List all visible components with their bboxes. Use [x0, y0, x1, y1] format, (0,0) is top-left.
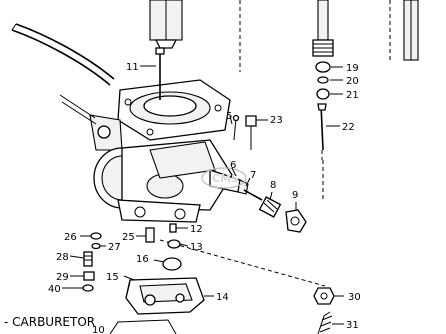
- callout-22: 22: [342, 122, 355, 133]
- adjuster-nut-spring: [313, 287, 335, 334]
- pilot-screw-set: [243, 189, 307, 233]
- callout-29: 29: [56, 272, 69, 283]
- callout-14: 14: [216, 292, 229, 303]
- callout-15: 15: [106, 272, 119, 283]
- leader-lines: [62, 65, 344, 325]
- callout-labels: 11 19 20 21 5 23 22 6 7 8 9 12 26 27 25 …: [48, 62, 361, 334]
- callout-19: 19: [346, 63, 359, 74]
- callout-26: 26: [64, 232, 77, 243]
- watermark-logo: CMS: [201, 167, 247, 189]
- callout-31: 31: [346, 320, 359, 331]
- long-tube-right: [403, 0, 419, 61]
- small-screws: [232, 114, 257, 150]
- callout-20: 20: [346, 76, 359, 87]
- watermark-text: CMS: [212, 172, 239, 185]
- callout-23: 23: [270, 115, 283, 126]
- callout-8: 8: [270, 180, 276, 191]
- callout-12: 12: [190, 224, 203, 235]
- callout-9: 9: [292, 190, 298, 201]
- diagram-caption: - CARBURETOR: [4, 315, 95, 329]
- callout-40: 40: [48, 284, 61, 295]
- callout-5: 5: [226, 111, 232, 122]
- top-screw: [155, 47, 165, 100]
- lower-small-parts: [90, 223, 181, 250]
- callout-30: 30: [348, 292, 361, 303]
- callout-6: 6: [230, 160, 236, 171]
- callout-13: 13: [190, 242, 203, 253]
- callout-16: 16: [136, 254, 149, 265]
- callout-25: 25: [122, 232, 135, 243]
- jet-needle: [317, 103, 327, 160]
- callout-21: 21: [346, 90, 359, 101]
- carburetor-body: [59, 79, 249, 223]
- callout-27: 27: [108, 242, 121, 253]
- gasket-outline: [109, 319, 177, 334]
- drain-screw-set: [82, 251, 95, 292]
- callout-11: 11: [126, 62, 139, 73]
- guide-line-bottom: [159, 239, 326, 287]
- callout-10: 10: [92, 325, 105, 334]
- float-bowl: [125, 257, 205, 315]
- needle-jet-stack: [312, 0, 334, 100]
- callout-7: 7: [250, 170, 256, 181]
- callout-28: 28: [56, 252, 69, 263]
- throttle-cable-assembly: [11, 0, 183, 86]
